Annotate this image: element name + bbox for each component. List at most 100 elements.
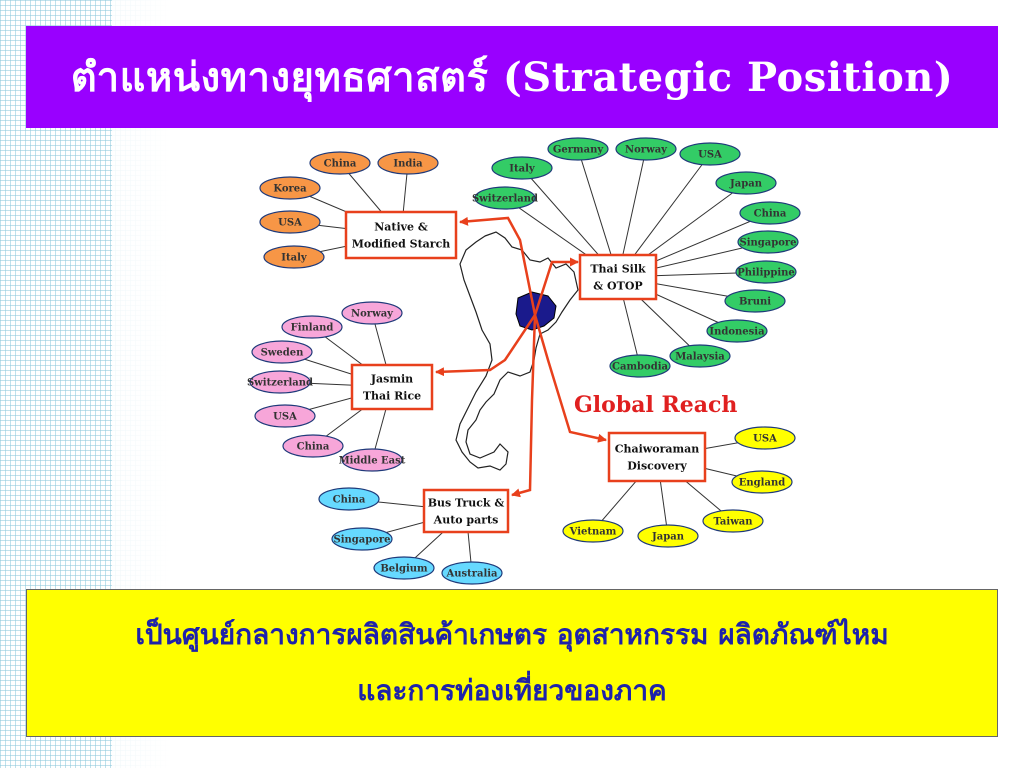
destination-label: Indonesia bbox=[709, 327, 765, 338]
destination-label: Philippine bbox=[737, 268, 795, 279]
destination-ellipse bbox=[331, 527, 393, 551]
destination-node-rice-sweden: Sweden bbox=[251, 340, 313, 364]
destination-label: Middle East bbox=[339, 456, 406, 467]
destination-ellipse bbox=[609, 354, 671, 378]
hub-label-line: Chaiworaman bbox=[615, 443, 700, 456]
destination-label: Japan bbox=[651, 532, 685, 543]
destination-ellipse bbox=[377, 151, 439, 175]
destination-ellipse bbox=[562, 519, 624, 543]
destination-label: Singapore bbox=[333, 535, 390, 546]
destination-label: India bbox=[393, 159, 423, 170]
summary-line-1: เป็นศูนย์กลางการผลิตสินค้าเกษตร อุตสาหกร… bbox=[135, 618, 889, 651]
hub-box bbox=[350, 363, 434, 411]
destination-node-silk-malaysia: Malaysia bbox=[669, 344, 731, 368]
destination-node-silk-norway: Norway bbox=[615, 137, 677, 161]
destination-ellipse bbox=[309, 151, 371, 175]
hub-label-line: Modified Starch bbox=[352, 238, 451, 251]
destination-label: Norway bbox=[351, 309, 394, 320]
destination-label: China bbox=[754, 209, 787, 220]
destination-ellipse bbox=[724, 289, 786, 313]
destination-label: Sweden bbox=[261, 348, 305, 359]
destination-node-rice-norway: Norway bbox=[341, 301, 403, 325]
destination-ellipse bbox=[341, 448, 403, 472]
destination-node-rice-china: China bbox=[282, 434, 344, 458]
destination-label: Cambodia bbox=[612, 362, 668, 373]
destination-label: Bruni bbox=[739, 297, 771, 308]
destination-node-silk-cambodia: Cambodia bbox=[609, 354, 671, 378]
destination-ellipse bbox=[263, 245, 325, 269]
destination-label: Taiwan bbox=[713, 517, 753, 528]
destination-node-starch-usa: USA bbox=[259, 210, 321, 234]
arrow-to-auto bbox=[511, 314, 537, 498]
hub-box bbox=[578, 253, 658, 301]
hub-box bbox=[607, 431, 707, 483]
arrow-to-starch bbox=[459, 216, 537, 316]
destination-label: Belgium bbox=[380, 564, 428, 575]
hub-box bbox=[344, 210, 458, 260]
page-title: ตำแหน่งทางยุทธศาสตร์ (Strategic Position… bbox=[70, 54, 954, 101]
destination-node-silk-indonesia: Indonesia bbox=[706, 319, 768, 343]
destination-label: Australia bbox=[445, 569, 498, 580]
destination-label: Germany bbox=[553, 145, 605, 156]
destination-ellipse bbox=[735, 260, 797, 284]
destination-ellipse bbox=[491, 156, 553, 180]
thailand-map bbox=[455, 231, 579, 471]
destination-ellipse bbox=[259, 210, 321, 234]
summary-box: เป็นศูนย์กลางการผลิตสินค้าเกษตร อุตสาหกร… bbox=[26, 589, 998, 737]
destination-label: Singapore bbox=[739, 238, 796, 249]
destination-node-silk-switzerland: Switzerland bbox=[472, 186, 538, 210]
destination-node-silk-singapore: Singapore bbox=[737, 230, 799, 254]
destination-node-starch-italy: Italy bbox=[263, 245, 325, 269]
destination-node-auto-australia: Australia bbox=[441, 561, 503, 585]
destination-node-starch-korea: Korea bbox=[259, 176, 321, 200]
destination-label: Switzerland bbox=[472, 194, 538, 205]
destination-ellipse bbox=[474, 186, 536, 210]
destination-node-starch-india: India bbox=[377, 151, 439, 175]
destination-ellipse bbox=[731, 470, 793, 494]
hub-label-line: Discovery bbox=[627, 460, 687, 473]
destination-label: China bbox=[333, 495, 366, 506]
hub-label-line: Thai Silk bbox=[590, 263, 646, 276]
destination-label: Switzerland bbox=[247, 378, 313, 389]
destination-node-rice-finland: Finland bbox=[281, 315, 343, 339]
destination-ellipse bbox=[259, 176, 321, 200]
destination-node-rice-middle-east: Middle East bbox=[339, 448, 406, 472]
hub-label-line: Jasmin bbox=[370, 373, 413, 386]
destination-label: Korea bbox=[273, 184, 307, 195]
destination-label: Vietnam bbox=[569, 527, 617, 538]
destination-label: Italy bbox=[509, 164, 536, 175]
destination-label: USA bbox=[698, 150, 722, 161]
destination-node-tourism-england: England bbox=[731, 470, 793, 494]
destination-node-rice-usa: USA bbox=[254, 404, 316, 428]
destination-label: USA bbox=[278, 218, 302, 229]
destination-node-tourism-usa: USA bbox=[734, 426, 796, 450]
destination-ellipse bbox=[441, 561, 503, 585]
destination-ellipse bbox=[739, 201, 801, 225]
destination-ellipse bbox=[637, 524, 699, 548]
arrow-to-silk bbox=[533, 257, 579, 316]
destination-node-silk-usa: USA bbox=[679, 142, 741, 166]
destination-node-tourism-vietnam: Vietnam bbox=[562, 519, 624, 543]
hub-label-line: Native & bbox=[374, 221, 428, 234]
destination-ellipse bbox=[254, 404, 316, 428]
destination-label: Norway bbox=[625, 145, 668, 156]
thailand-outline bbox=[455, 231, 579, 471]
destination-ellipse bbox=[547, 137, 609, 161]
destination-ellipse bbox=[737, 230, 799, 254]
hub-silk: Thai Silk& OTOP bbox=[578, 253, 658, 301]
summary-line-2: และการท่องเที่ยวของภาค bbox=[357, 674, 667, 707]
hub-label-line: Bus Truck & bbox=[428, 497, 505, 510]
destination-node-auto-singapore: Singapore bbox=[331, 527, 393, 551]
hub-box bbox=[422, 488, 510, 534]
destination-node-silk-china: China bbox=[739, 201, 801, 225]
destination-node-silk-japan: Japan bbox=[715, 171, 777, 195]
destination-label: USA bbox=[273, 412, 297, 423]
hub-label-line: Auto parts bbox=[433, 514, 499, 527]
destination-ellipse bbox=[282, 434, 344, 458]
destination-ellipse bbox=[615, 137, 677, 161]
destination-node-starch-china: China bbox=[309, 151, 371, 175]
arrow-connectors bbox=[435, 216, 607, 498]
